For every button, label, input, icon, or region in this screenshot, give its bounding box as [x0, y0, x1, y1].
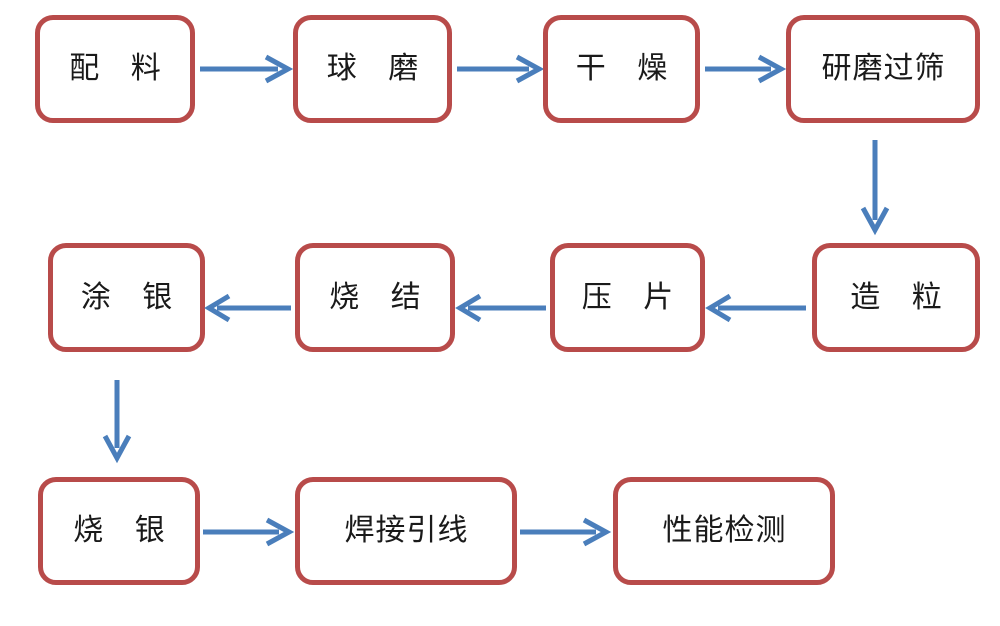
node-ganzao[interactable]: 干 燥 — [543, 15, 700, 123]
node-label: 性能检测 — [662, 513, 787, 548]
arrow-peiliao-to-qiumo — [200, 54, 294, 84]
arrow-zaoli-to-yapian — [705, 293, 808, 323]
arrow-yapian-to-shaojie — [455, 293, 548, 323]
node-tuyin[interactable]: 涂 银 — [48, 243, 205, 352]
node-label: 球 磨 — [326, 51, 430, 86]
node-zaoli[interactable]: 造 粒 — [812, 243, 980, 352]
arrow-yanmoguoshai-to-zaoli — [860, 140, 890, 236]
node-label: 压 片 — [581, 279, 685, 315]
arrow-qiumo-to-ganzao — [457, 54, 545, 84]
node-xingnengjiance[interactable]: 性能检测 — [613, 477, 835, 585]
arrow-hanjieyinxian-to-xingnengjiance — [520, 517, 612, 547]
arrow-shaojie-to-tuyin — [204, 293, 293, 323]
node-label: 烧 银 — [73, 513, 176, 548]
node-qiumo[interactable]: 球 磨 — [293, 15, 452, 123]
node-label: 造 粒 — [850, 279, 953, 315]
arrow-tuyin-to-shaoyin — [102, 380, 132, 464]
node-hanjieyinxian[interactable]: 焊接引线 — [295, 477, 517, 585]
node-shaoyin[interactable]: 烧 银 — [38, 477, 200, 585]
node-peiliao[interactable]: 配 料 — [35, 15, 195, 123]
arrow-shaoyin-to-hanjieyinxian — [203, 517, 295, 547]
arrow-ganzao-to-yanmoguoshai — [705, 54, 787, 84]
node-yapian[interactable]: 压 片 — [550, 243, 705, 352]
node-shaojie[interactable]: 烧 结 — [295, 243, 455, 352]
node-yanmoguoshai[interactable]: 研磨过筛 — [786, 15, 980, 123]
node-label: 配 料 — [69, 51, 172, 86]
node-label: 干 燥 — [575, 51, 679, 86]
node-label: 涂 银 — [80, 279, 184, 315]
node-label: 研磨过筛 — [821, 51, 946, 86]
node-label: 焊接引线 — [344, 513, 469, 548]
node-label: 烧 结 — [329, 279, 432, 315]
